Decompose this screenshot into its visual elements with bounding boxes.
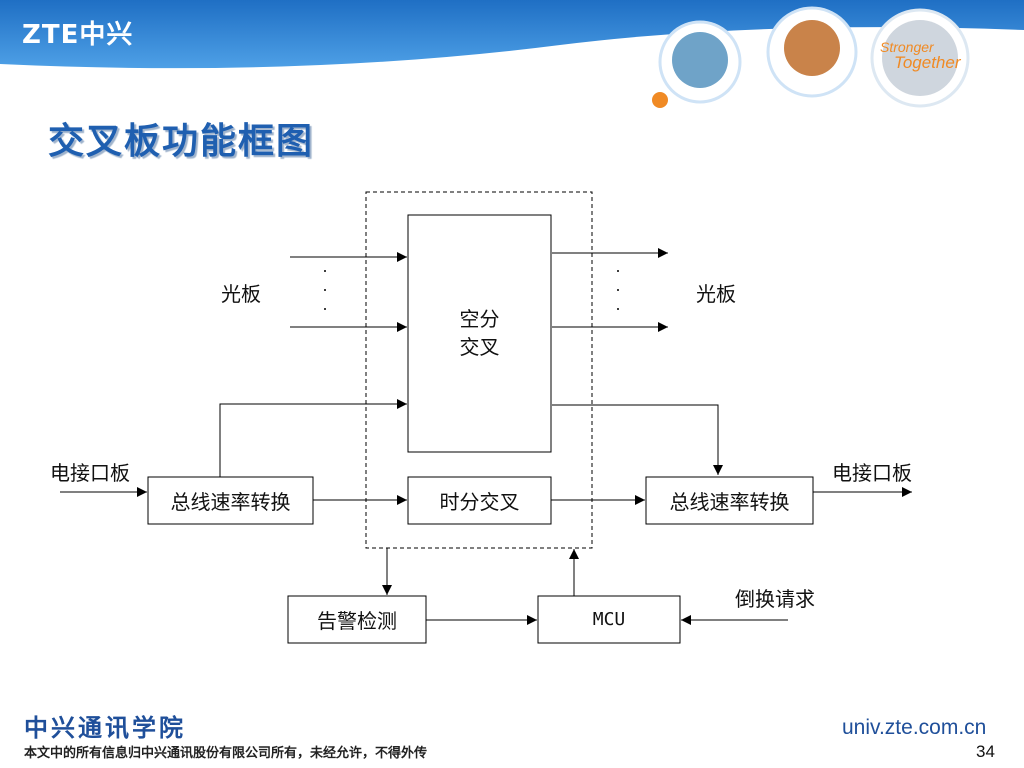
time-switch-label: 时分交叉 [439, 490, 520, 514]
mcu-box [537, 595, 681, 644]
footer-school-name: 中兴通讯学院 [24, 713, 186, 742]
space-switch-line-2: 交叉 [459, 335, 500, 359]
left-optical-board-label: 光板 [221, 282, 261, 306]
alarm-detection-label: 告警检测 [317, 609, 397, 633]
slogan: Stronger Together [880, 39, 961, 72]
space-switch-line-1: 空分 [459, 307, 500, 331]
space-switch-box [407, 214, 552, 453]
slogan-line-2: Together [894, 53, 961, 72]
left-electrical-board-label: 电接口板 [50, 461, 130, 485]
space-switch-label: 空分 交叉 [408, 305, 551, 361]
right-bus-rate-label: 总线速率转换 [669, 490, 790, 514]
page-number: 34 [976, 742, 995, 761]
header-banner [0, 0, 1024, 108]
right-bus-rate-box [645, 476, 814, 525]
zte-logo: ZTE中兴 [22, 20, 134, 50]
left-bus-rate-label: 总线速率转换 [170, 490, 291, 514]
mcu-label: MCU [592, 609, 626, 630]
right-electrical-board-label: 电接口板 [832, 461, 912, 485]
right-optical-board-label: 光板 [696, 282, 736, 306]
slogan-line-1: Stronger [880, 39, 934, 55]
switchover-request-label: 倒换请求 [735, 587, 815, 611]
cross-board-boundary [365, 191, 593, 549]
footer-url: univ.zte.com.cn [842, 716, 987, 739]
page-title: 交叉板功能框图 [48, 121, 315, 162]
footer-copyright-note: 本文中的所有信息归中兴通讯股份有限公司所有，未经允许，不得外传 [24, 746, 428, 761]
